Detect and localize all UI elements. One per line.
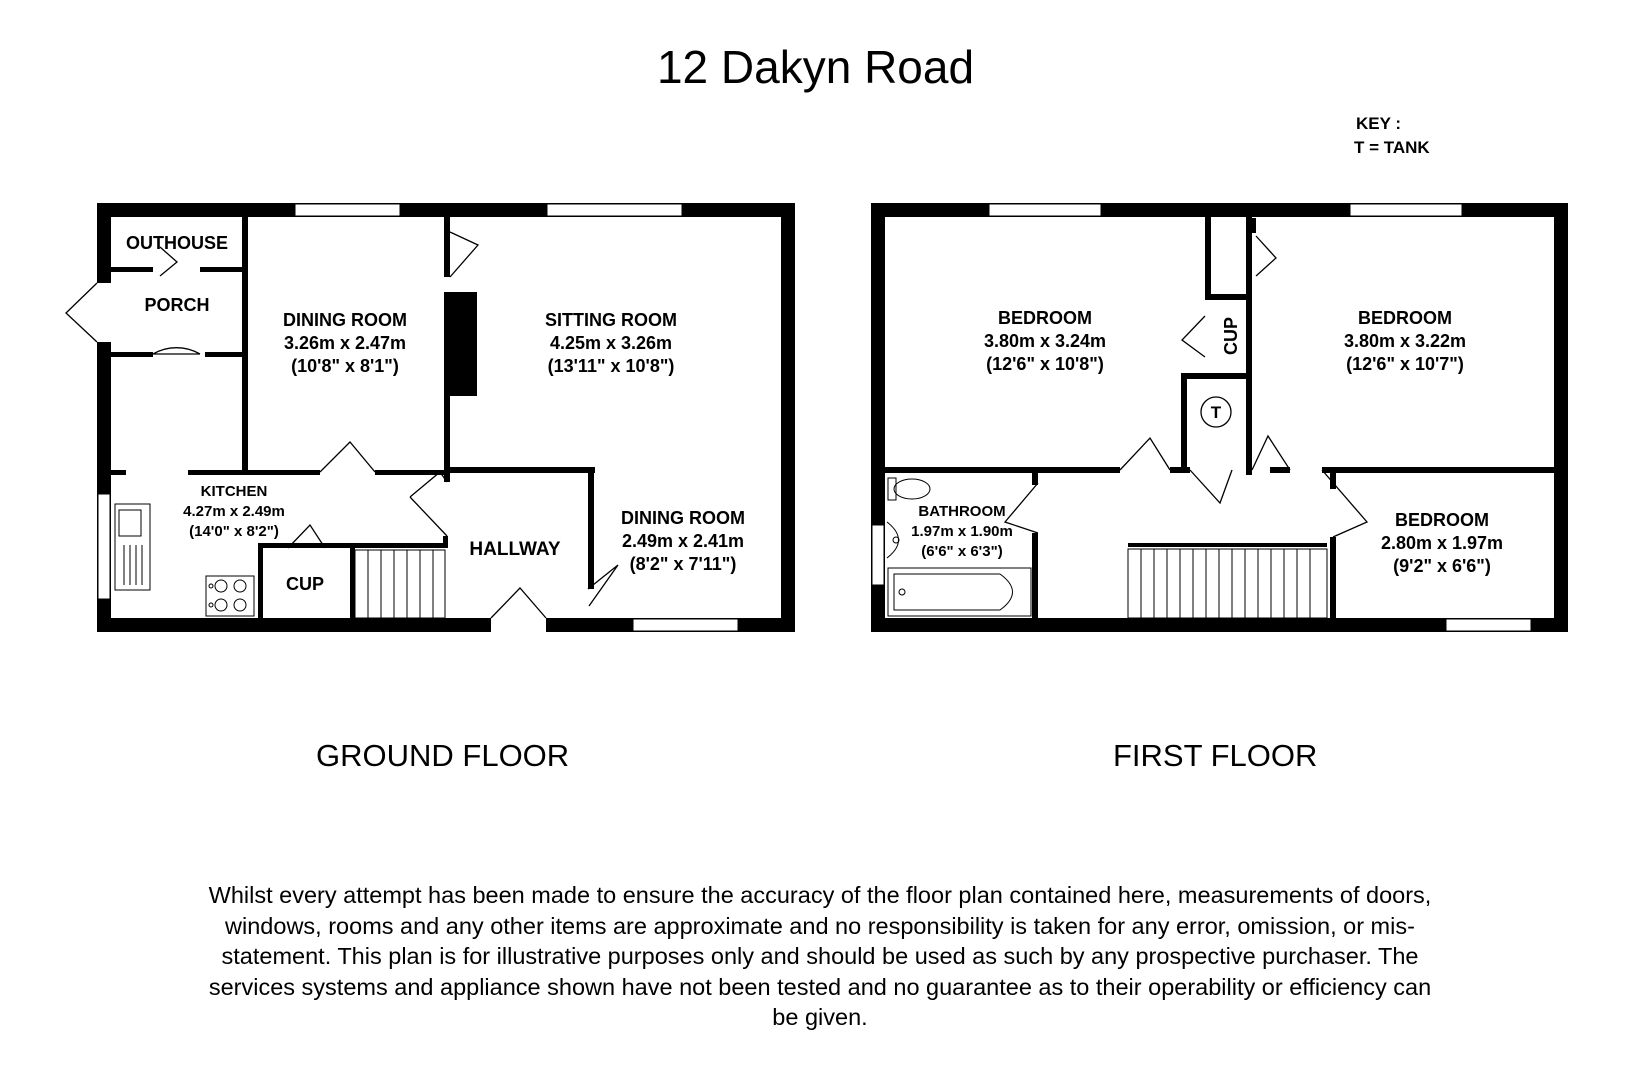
plan-title: 12 Dakyn Road xyxy=(656,41,975,93)
bedroom-3-metric: 2.80m x 1.97m xyxy=(1381,533,1503,553)
kitchen-sink-icon xyxy=(114,503,151,591)
dining-room-2-imperial: (8'2" x 7'11") xyxy=(630,554,737,574)
key-heading: KEY : xyxy=(1356,114,1402,133)
first-floor-plan: T CUP BEDROOM 3.80m x 3.24m (12'6" x 10'… xyxy=(871,203,1568,632)
bathroom-toilet-icon xyxy=(887,477,931,501)
bathroom-basin-icon xyxy=(886,521,900,559)
hallway-label: HALLWAY xyxy=(469,539,560,560)
kitchen-metric: 4.27m x 2.49m xyxy=(183,503,285,520)
outhouse-label: OUTHOUSE xyxy=(126,233,228,253)
bathroom-imperial: (6'6" x 6'3") xyxy=(921,543,1002,560)
dining-room-imperial: (10'8" x 8'1") xyxy=(291,356,399,376)
porch-label: PORCH xyxy=(144,295,209,315)
tank-symbol: T xyxy=(1211,403,1222,422)
ground-floor-label: GROUND FLOOR xyxy=(316,738,570,773)
first-floor-label: FIRST FLOOR xyxy=(1113,738,1318,773)
key-tank-entry: T = TANK xyxy=(1354,138,1430,157)
ground-floor-doors xyxy=(65,231,619,619)
bedroom-3-imperial: (9'2" x 6'6") xyxy=(1393,556,1491,576)
dining-room-2-metric: 2.49m x 2.41m xyxy=(622,531,744,551)
bathroom-metric: 1.97m x 1.90m xyxy=(911,523,1013,540)
bedroom-2-metric: 3.80m x 3.22m xyxy=(1344,331,1466,351)
bedroom-2-name: BEDROOM xyxy=(1358,308,1452,328)
bedroom-1-name: BEDROOM xyxy=(998,308,1092,328)
bathroom-name: BATHROOM xyxy=(918,503,1005,520)
bathroom-bath-icon xyxy=(887,567,1032,617)
kitchen-cooker-icon xyxy=(205,575,255,617)
dining-room-metric: 3.26m x 2.47m xyxy=(284,333,406,353)
bedroom-1-metric: 3.80m x 3.24m xyxy=(984,331,1106,351)
bedroom-3-name: BEDROOM xyxy=(1395,510,1489,530)
disclaimer-text: Whilst every attempt has been made to en… xyxy=(208,882,1432,1030)
first-floor-windows xyxy=(871,203,1532,632)
dining-room-2-name: DINING ROOM xyxy=(621,508,745,528)
ground-floor-plan: OUTHOUSE PORCH DINING ROOM 3.26m x 2.47m… xyxy=(65,203,795,632)
key-legend: KEY : T = TANK xyxy=(1354,112,1430,160)
bedroom-2-imperial: (12'6" x 10'7") xyxy=(1346,354,1464,374)
ground-floor-stairs xyxy=(354,549,446,619)
first-floor-doors xyxy=(1003,235,1369,538)
ground-floor-windows xyxy=(97,203,739,632)
bedroom-1-imperial: (12'6" x 10'8") xyxy=(986,354,1104,374)
sitting-room-name: SITTING ROOM xyxy=(545,310,677,330)
first-floor-stairs xyxy=(1127,548,1328,619)
dining-room-name: DINING ROOM xyxy=(283,310,407,330)
ground-cupboard-label: CUP xyxy=(286,574,324,594)
kitchen-name: KITCHEN xyxy=(201,483,268,500)
kitchen-imperial: (14'0" x 8'2") xyxy=(189,523,279,540)
sitting-room-imperial: (13'11" x 10'8") xyxy=(548,356,675,376)
first-cupboard-label: CUP xyxy=(1221,317,1241,355)
sitting-room-metric: 4.25m x 3.26m xyxy=(550,333,672,353)
tank-icon: T xyxy=(1200,396,1232,428)
